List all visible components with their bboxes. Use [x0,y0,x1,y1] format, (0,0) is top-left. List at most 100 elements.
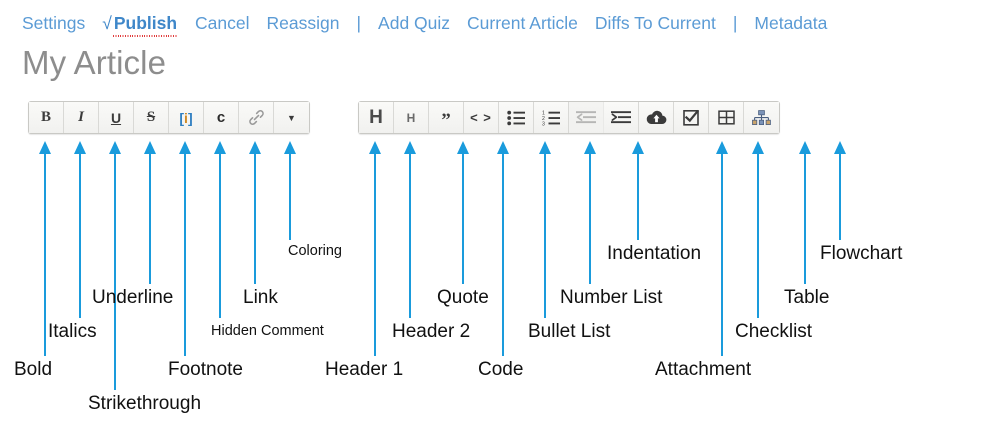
quote-button[interactable]: ” [429,102,464,133]
code-icon: < > [470,110,492,125]
header-2-button[interactable]: H [394,102,429,133]
nav-reassign[interactable]: Reassign [266,13,340,33]
annotation-label: Coloring [288,243,342,259]
arrow-head-icon [632,141,644,154]
attachment-button[interactable] [639,102,674,133]
annotation-arrow [495,141,511,356]
arrow-head-icon [584,141,596,154]
spellcheck-underline [113,35,178,37]
bullet-list-button[interactable] [499,102,534,133]
annotation-arrow [367,141,383,356]
hidden-comment-button[interactable]: c [204,102,239,133]
number-list-icon: 1 2 3 [542,110,561,126]
arrow-shaft [757,151,759,318]
bold-icon: B [40,109,51,125]
annotation-label: Link [243,287,278,308]
svg-text:1: 1 [542,110,545,116]
top-navigation-bar: Settings √Publish Cancel Reassign | Add Quiz C… [22,13,844,37]
flowchart-button[interactable] [744,102,779,133]
annotation-arrow [107,141,123,390]
annotation-arrow [582,141,598,284]
arrow-shaft [289,151,291,240]
arrow-shaft [462,151,464,284]
annotation-arrow [537,141,553,318]
number-list-button[interactable]: 1 2 3 [534,102,569,133]
arrow-shaft [502,151,504,356]
strikethrough-icon: S [146,109,156,125]
svg-text:3: 3 [542,121,545,126]
annotation-label: Italics [48,321,97,342]
header-1-icon: H [369,107,383,128]
annotation-label: Strikethrough [88,393,202,414]
arrow-shaft [254,151,256,284]
outdent-icon [575,110,597,126]
annotation-arrow [402,141,418,318]
arrow-shaft [589,151,591,284]
annotation-label: Indentation [607,243,702,264]
nav-publish-label: Publish [113,13,178,33]
arrow-head-icon [109,141,121,154]
nav-settings[interactable]: Settings [22,13,86,33]
annotation-arrow [212,141,228,318]
block-toolbar: H H ” < > 1 2 3 [358,101,780,134]
formatting-toolbar: B I U S [i] c ▼ [28,101,310,134]
strikethrough-button[interactable]: S [134,102,169,133]
annotation-label: Code [478,359,524,380]
header-2-icon: H [406,110,416,125]
annotation-label: Header 2 [392,321,471,342]
header-1-button[interactable]: H [359,102,394,133]
annotation-label: Table [784,287,830,308]
arrow-head-icon [716,141,728,154]
annotation-arrow [247,141,263,284]
annotation-label: Bold [14,359,53,380]
arrow-shaft [804,151,806,284]
table-button[interactable] [709,102,744,133]
arrow-shaft [839,151,841,240]
annotation-label: Flowchart [820,243,903,264]
annotation-label: Underline [92,287,174,308]
arrow-shaft [149,151,151,284]
cloud-upload-icon [646,110,667,126]
nav-publish[interactable]: √Publish [102,13,178,37]
annotation-label: Footnote [168,359,243,380]
arrow-head-icon [214,141,226,154]
hidden-comment-icon: c [216,109,226,126]
coloring-dropdown-button[interactable]: ▼ [274,102,309,133]
nav-add-quiz[interactable]: Add Quiz [378,13,451,33]
quote-icon: ” [441,109,451,131]
arrow-head-icon [752,141,764,154]
nav-current-article[interactable]: Current Article [467,13,578,33]
nav-separator-1: | [356,13,362,33]
arrow-head-icon [284,141,296,154]
indent-button[interactable] [604,102,639,133]
arrow-head-icon [144,141,156,154]
annotation-label: Checklist [735,321,813,342]
arrow-shaft [79,151,81,318]
checklist-icon [682,109,700,126]
arrow-shaft [219,151,221,318]
nav-diffs-to-current[interactable]: Diffs To Current [594,13,716,33]
arrow-shaft [409,151,411,318]
annotation-label: Attachment [655,359,752,380]
checklist-button[interactable] [674,102,709,133]
arrow-head-icon [457,141,469,154]
underline-button[interactable]: U [99,102,134,133]
code-button[interactable]: < > [464,102,499,133]
annotation-label: Quote [437,287,489,308]
check-icon: √ [102,13,112,33]
annotation-arrow [455,141,471,284]
annotation-arrow [72,141,88,318]
arrow-head-icon [74,141,86,154]
italic-button[interactable]: I [64,102,99,133]
link-button[interactable] [239,102,274,133]
arrow-head-icon [39,141,51,154]
outdent-button[interactable] [569,102,604,133]
nav-metadata[interactable]: Metadata [754,13,828,33]
italic-icon: I [78,109,84,125]
indent-icon [610,110,632,126]
footnote-button[interactable]: [i] [169,102,204,133]
bold-button[interactable]: B [29,102,64,133]
nav-cancel[interactable]: Cancel [195,13,250,33]
annotation-label: Number List [560,287,663,308]
annotation-label: Bullet List [528,321,611,342]
